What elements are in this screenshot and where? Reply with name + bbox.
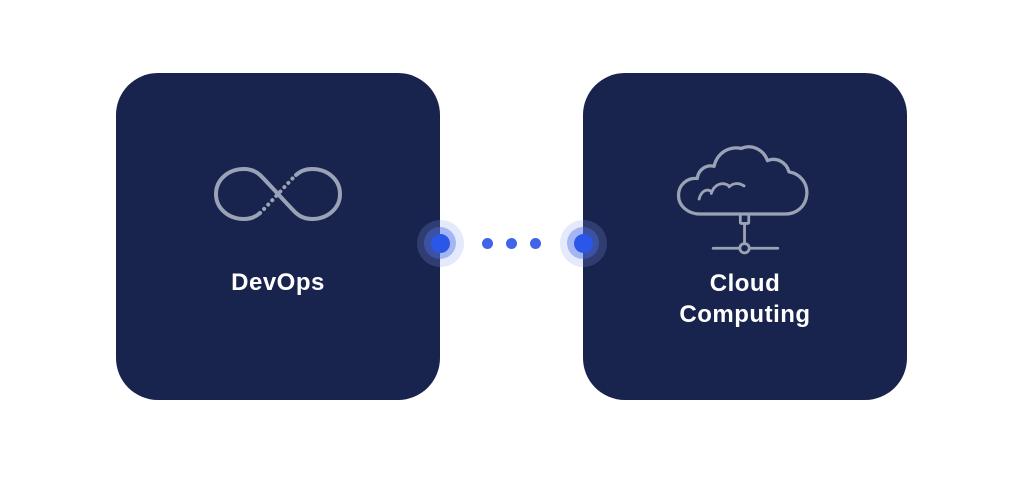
infinity-loop-icon [214, 167, 342, 221]
card-cloud-computing-label: Cloud Computing [679, 270, 811, 328]
connector-dot [530, 237, 541, 249]
card-devops: DevOps [116, 73, 440, 400]
card-cloud-computing: Cloud Computing [583, 73, 907, 400]
cloud-network-icon [676, 145, 809, 255]
connector-dots [482, 237, 541, 249]
connector-dot [506, 237, 517, 249]
card-devops-label: DevOps [231, 269, 325, 296]
connector-dot [482, 237, 493, 249]
